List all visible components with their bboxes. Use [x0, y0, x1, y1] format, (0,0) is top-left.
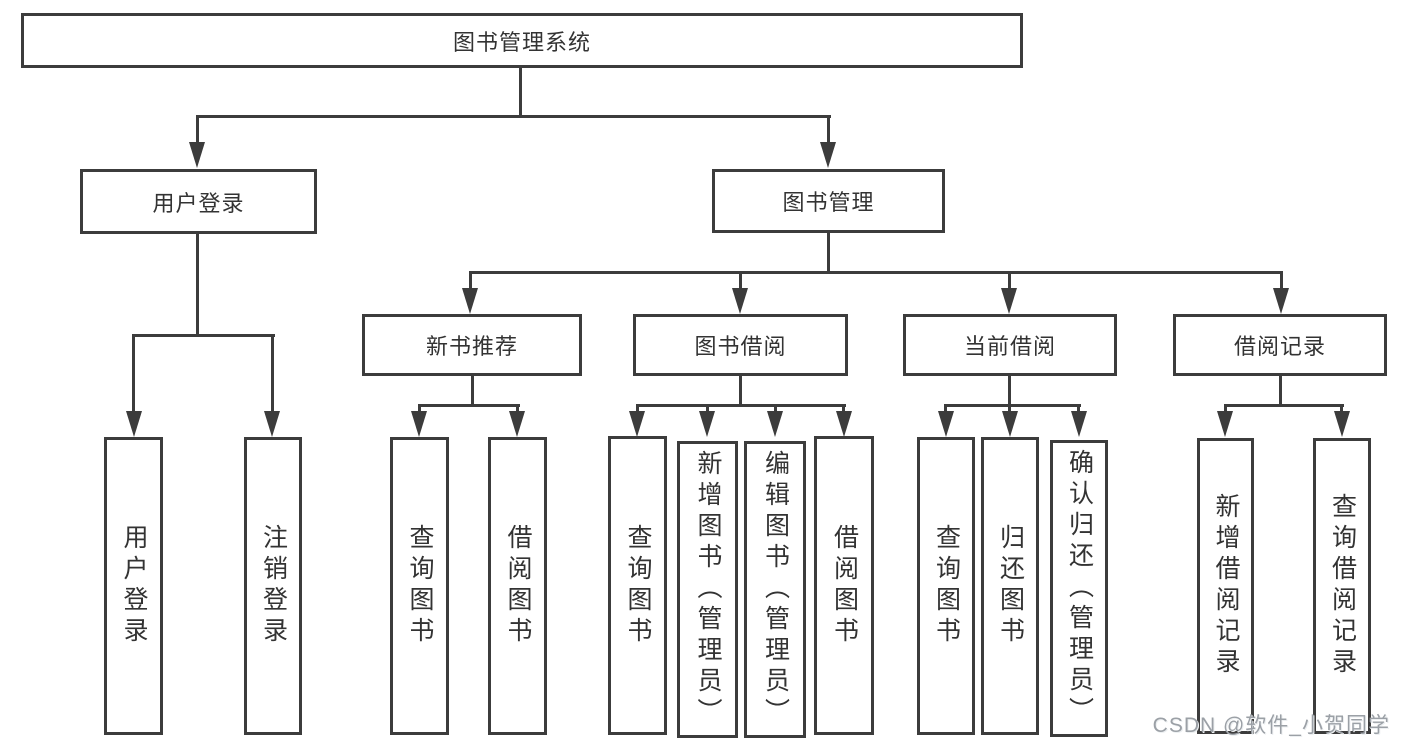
arrow-down-icon	[1334, 411, 1350, 437]
node-user-login: 用户登录	[80, 169, 317, 234]
connector-book-mgmt-drop-1	[469, 271, 472, 289]
connector-user-login-bar	[132, 334, 275, 337]
connector-records-drop-1	[1224, 404, 1227, 412]
node-book-management: 图书管理	[712, 169, 945, 233]
leaf-query-borrow-record: 查询借阅记录	[1313, 438, 1371, 734]
connector-new-book-bar	[418, 404, 520, 407]
arrow-down-icon	[126, 411, 142, 437]
arrow-down-icon	[462, 288, 478, 314]
connector-book-mgmt-drop-4	[1280, 271, 1283, 289]
connector-current-stem	[1008, 376, 1011, 407]
arrow-down-icon	[699, 411, 715, 437]
leaf-borrow-books: 借阅图书	[814, 436, 874, 735]
connector-borrowing-stem	[739, 376, 742, 407]
connector-borrowing-drop-3	[774, 404, 777, 412]
arrow-down-icon	[1001, 288, 1017, 314]
arrow-down-icon	[820, 142, 836, 168]
leaf-logout: 注销登录	[244, 437, 302, 735]
leaf-query-books-current-label: 查询图书	[932, 524, 961, 648]
connector-records-stem	[1279, 376, 1282, 407]
connector-user-login-stem	[196, 234, 199, 337]
arrow-down-icon	[732, 288, 748, 314]
connector-new-book-drop-2	[516, 404, 519, 412]
leaf-query-books-recommend-label: 查询图书	[406, 524, 434, 648]
connector-book-mgmt-bar	[469, 271, 1283, 274]
connector-book-mgmt-stem	[827, 233, 830, 274]
node-book-management-label: 图书管理	[782, 190, 875, 215]
connector-borrowing-bar	[636, 404, 846, 407]
connector-borrowing-drop-1	[636, 404, 639, 412]
leaf-add-borrow-record: 新增借阅记录	[1197, 438, 1254, 734]
connector-new-book-drop-1	[418, 404, 421, 412]
connector-root-drop-left	[196, 115, 199, 144]
node-root-label: 图书管理系统	[452, 29, 591, 55]
arrow-down-icon	[938, 411, 954, 437]
leaf-user-login-label: 用户登录	[120, 524, 148, 648]
connector-current-drop-3	[1077, 404, 1080, 412]
leaf-query-books-current: 查询图书	[917, 437, 975, 735]
node-new-book-recommend-label: 新书推荐	[425, 334, 518, 359]
connector-current-drop-1	[944, 404, 947, 412]
node-current-borrowing: 当前借阅	[903, 314, 1117, 376]
leaf-borrow-books-recommend: 借阅图书	[488, 437, 547, 735]
arrow-down-icon	[189, 142, 205, 168]
connector-book-mgmt-drop-3	[1008, 271, 1011, 289]
connector-user-login-drop-1	[132, 334, 135, 411]
node-borrowing-records-label: 借阅记录	[1233, 334, 1326, 359]
csdn-watermark: CSDN @软件_小贺同学	[1152, 714, 1390, 737]
arrow-down-icon	[629, 411, 645, 437]
leaf-query-books-borrowing-label: 查询图书	[624, 523, 652, 648]
node-new-book-recommend: 新书推荐	[362, 314, 582, 376]
connector-borrowing-drop-4	[842, 404, 845, 412]
leaf-query-books-recommend: 查询图书	[390, 437, 449, 735]
leaf-confirm-return-admin: 确认归还（管理员）	[1050, 440, 1108, 737]
arrow-down-icon	[411, 411, 427, 437]
leaf-edit-books-admin: 编辑图书（管理员）	[744, 441, 806, 738]
leaf-return-books: 归还图书	[981, 437, 1039, 735]
leaf-query-books-borrowing: 查询图书	[608, 436, 667, 735]
arrow-down-icon	[1273, 288, 1289, 314]
leaf-query-borrow-record-label: 查询借阅记录	[1328, 493, 1357, 679]
node-book-borrowing-label: 图书借阅	[694, 334, 787, 359]
leaf-return-books-label: 归还图书	[996, 524, 1025, 648]
connector-book-mgmt-drop-2	[739, 271, 742, 289]
leaf-add-books-admin-label: 新增图书（管理员）	[694, 450, 722, 729]
arrow-down-icon	[1217, 411, 1233, 437]
leaf-borrow-books-label: 借阅图书	[830, 523, 859, 648]
arrow-down-icon	[264, 411, 280, 437]
connector-records-drop-2	[1340, 404, 1343, 412]
connector-borrowing-drop-2	[706, 404, 709, 412]
connector-new-book-stem	[471, 376, 474, 407]
connector-current-drop-2	[1008, 404, 1011, 412]
arrow-down-icon	[767, 411, 783, 437]
leaf-add-borrow-record-label: 新增借阅记录	[1212, 493, 1240, 679]
node-book-borrowing: 图书借阅	[633, 314, 848, 376]
leaf-logout-label: 注销登录	[259, 524, 288, 648]
connector-root-drop-right	[827, 115, 830, 144]
connector-records-bar	[1224, 404, 1344, 407]
arrow-down-icon	[509, 411, 525, 437]
connector-current-bar	[944, 404, 1081, 407]
node-user-login-label: 用户登录	[152, 190, 245, 216]
connector-root-bar	[196, 115, 831, 118]
leaf-edit-books-admin-label: 编辑图书（管理员）	[761, 450, 790, 729]
leaf-borrow-books-recommend-label: 借阅图书	[504, 524, 532, 648]
node-borrowing-records: 借阅记录	[1173, 314, 1387, 376]
leaf-confirm-return-admin-label: 确认归还（管理员）	[1065, 449, 1094, 728]
arrow-down-icon	[836, 411, 852, 437]
leaf-user-login: 用户登录	[104, 437, 163, 735]
leaf-add-books-admin: 新增图书（管理员）	[677, 441, 738, 738]
connector-user-login-drop-2	[271, 334, 274, 411]
connector-root-stem	[519, 68, 522, 118]
node-root: 图书管理系统	[21, 13, 1023, 68]
arrow-down-icon	[1071, 411, 1087, 437]
node-current-borrowing-label: 当前借阅	[963, 334, 1056, 359]
arrow-down-icon	[1002, 411, 1018, 437]
